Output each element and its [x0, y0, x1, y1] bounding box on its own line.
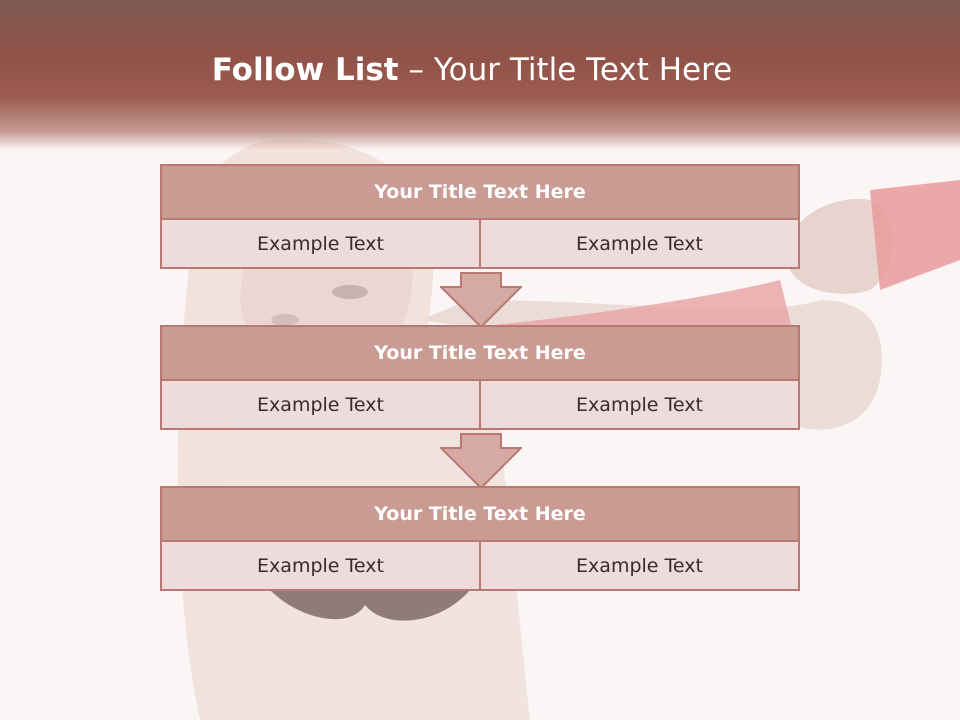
list-block-3: Your Title Text Here Example Text Exampl…: [160, 486, 800, 591]
block-row: Example Text Example Text: [160, 381, 800, 430]
block-cell-right: Example Text: [481, 381, 800, 430]
block-title: Your Title Text Here: [160, 164, 800, 220]
page-title-rest: – Your Title Text Here: [398, 52, 733, 88]
block-title: Your Title Text Here: [160, 325, 800, 381]
block-cell-left: Example Text: [160, 542, 481, 591]
block-cell-left: Example Text: [160, 220, 481, 269]
list-block-2: Your Title Text Here Example Text Exampl…: [160, 325, 800, 430]
block-cell-right: Example Text: [481, 220, 800, 269]
block-cell-right: Example Text: [481, 542, 800, 591]
list-block-1: Your Title Text Here Example Text Exampl…: [160, 164, 800, 269]
down-arrow-icon: [440, 272, 522, 328]
block-row: Example Text Example Text: [160, 542, 800, 591]
block-row: Example Text Example Text: [160, 220, 800, 269]
header-band: [0, 0, 960, 150]
down-arrow-icon: [440, 433, 522, 489]
block-cell-left: Example Text: [160, 381, 481, 430]
page-title-bold: Follow List: [211, 52, 399, 88]
page-title: Follow List – Your Title Text Here: [0, 52, 944, 88]
block-title: Your Title Text Here: [160, 486, 800, 542]
